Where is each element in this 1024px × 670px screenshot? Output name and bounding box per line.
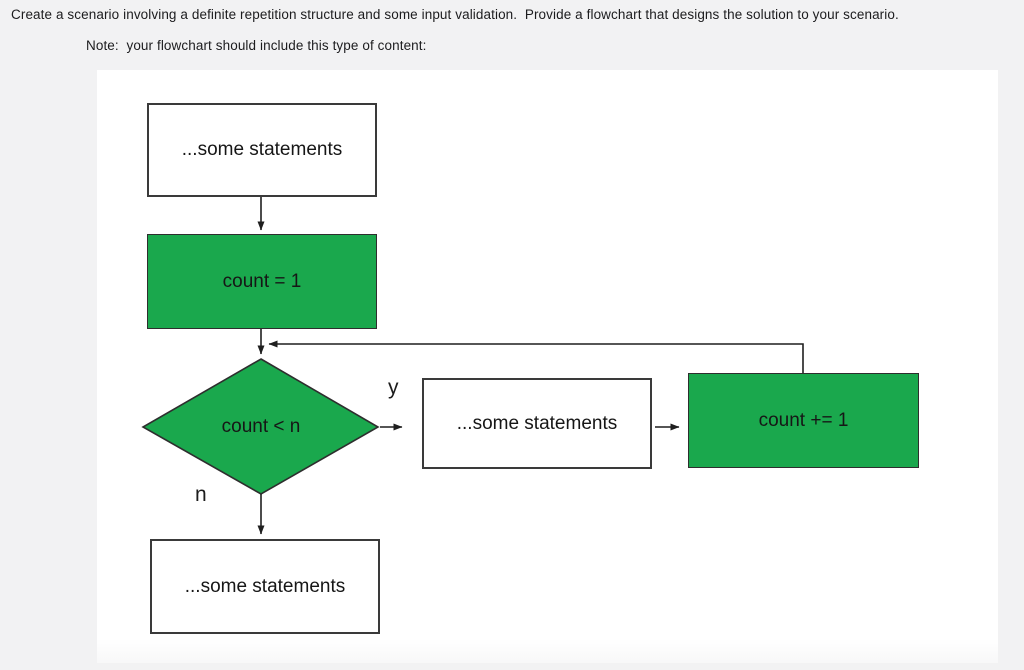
assignment-prompt-text: Create a scenario involving a definite r… [11, 7, 899, 22]
node-label: ...some statements [184, 575, 346, 597]
node-label: count = 1 [222, 270, 302, 292]
assignment-note-text: Note: your flowchart should include this… [86, 38, 427, 53]
node-label: count < n [221, 416, 301, 437]
flowchart-node-loop-condition-label: count < n [161, 410, 361, 444]
edge-increment-loopback [268, 340, 804, 373]
node-label: ...some statements [181, 139, 343, 160]
flowchart-node-start-statements: ...some statements [147, 103, 377, 197]
edge-label-yes: y [388, 376, 399, 399]
flowchart-node-end-statements: ...some statements [150, 539, 380, 634]
edge-label-no: n [195, 483, 207, 506]
node-label: ...some statements [456, 412, 618, 434]
flowchart-panel: ...some statements count = 1 count < n y… [97, 70, 998, 663]
flowchart-node-loop-body: ...some statements [422, 378, 652, 469]
flowchart-connectors [141, 197, 804, 535]
flowchart-node-init-counter: count = 1 [147, 234, 377, 329]
flowchart-node-increment: count += 1 [688, 373, 919, 468]
node-label: count += 1 [758, 409, 849, 431]
